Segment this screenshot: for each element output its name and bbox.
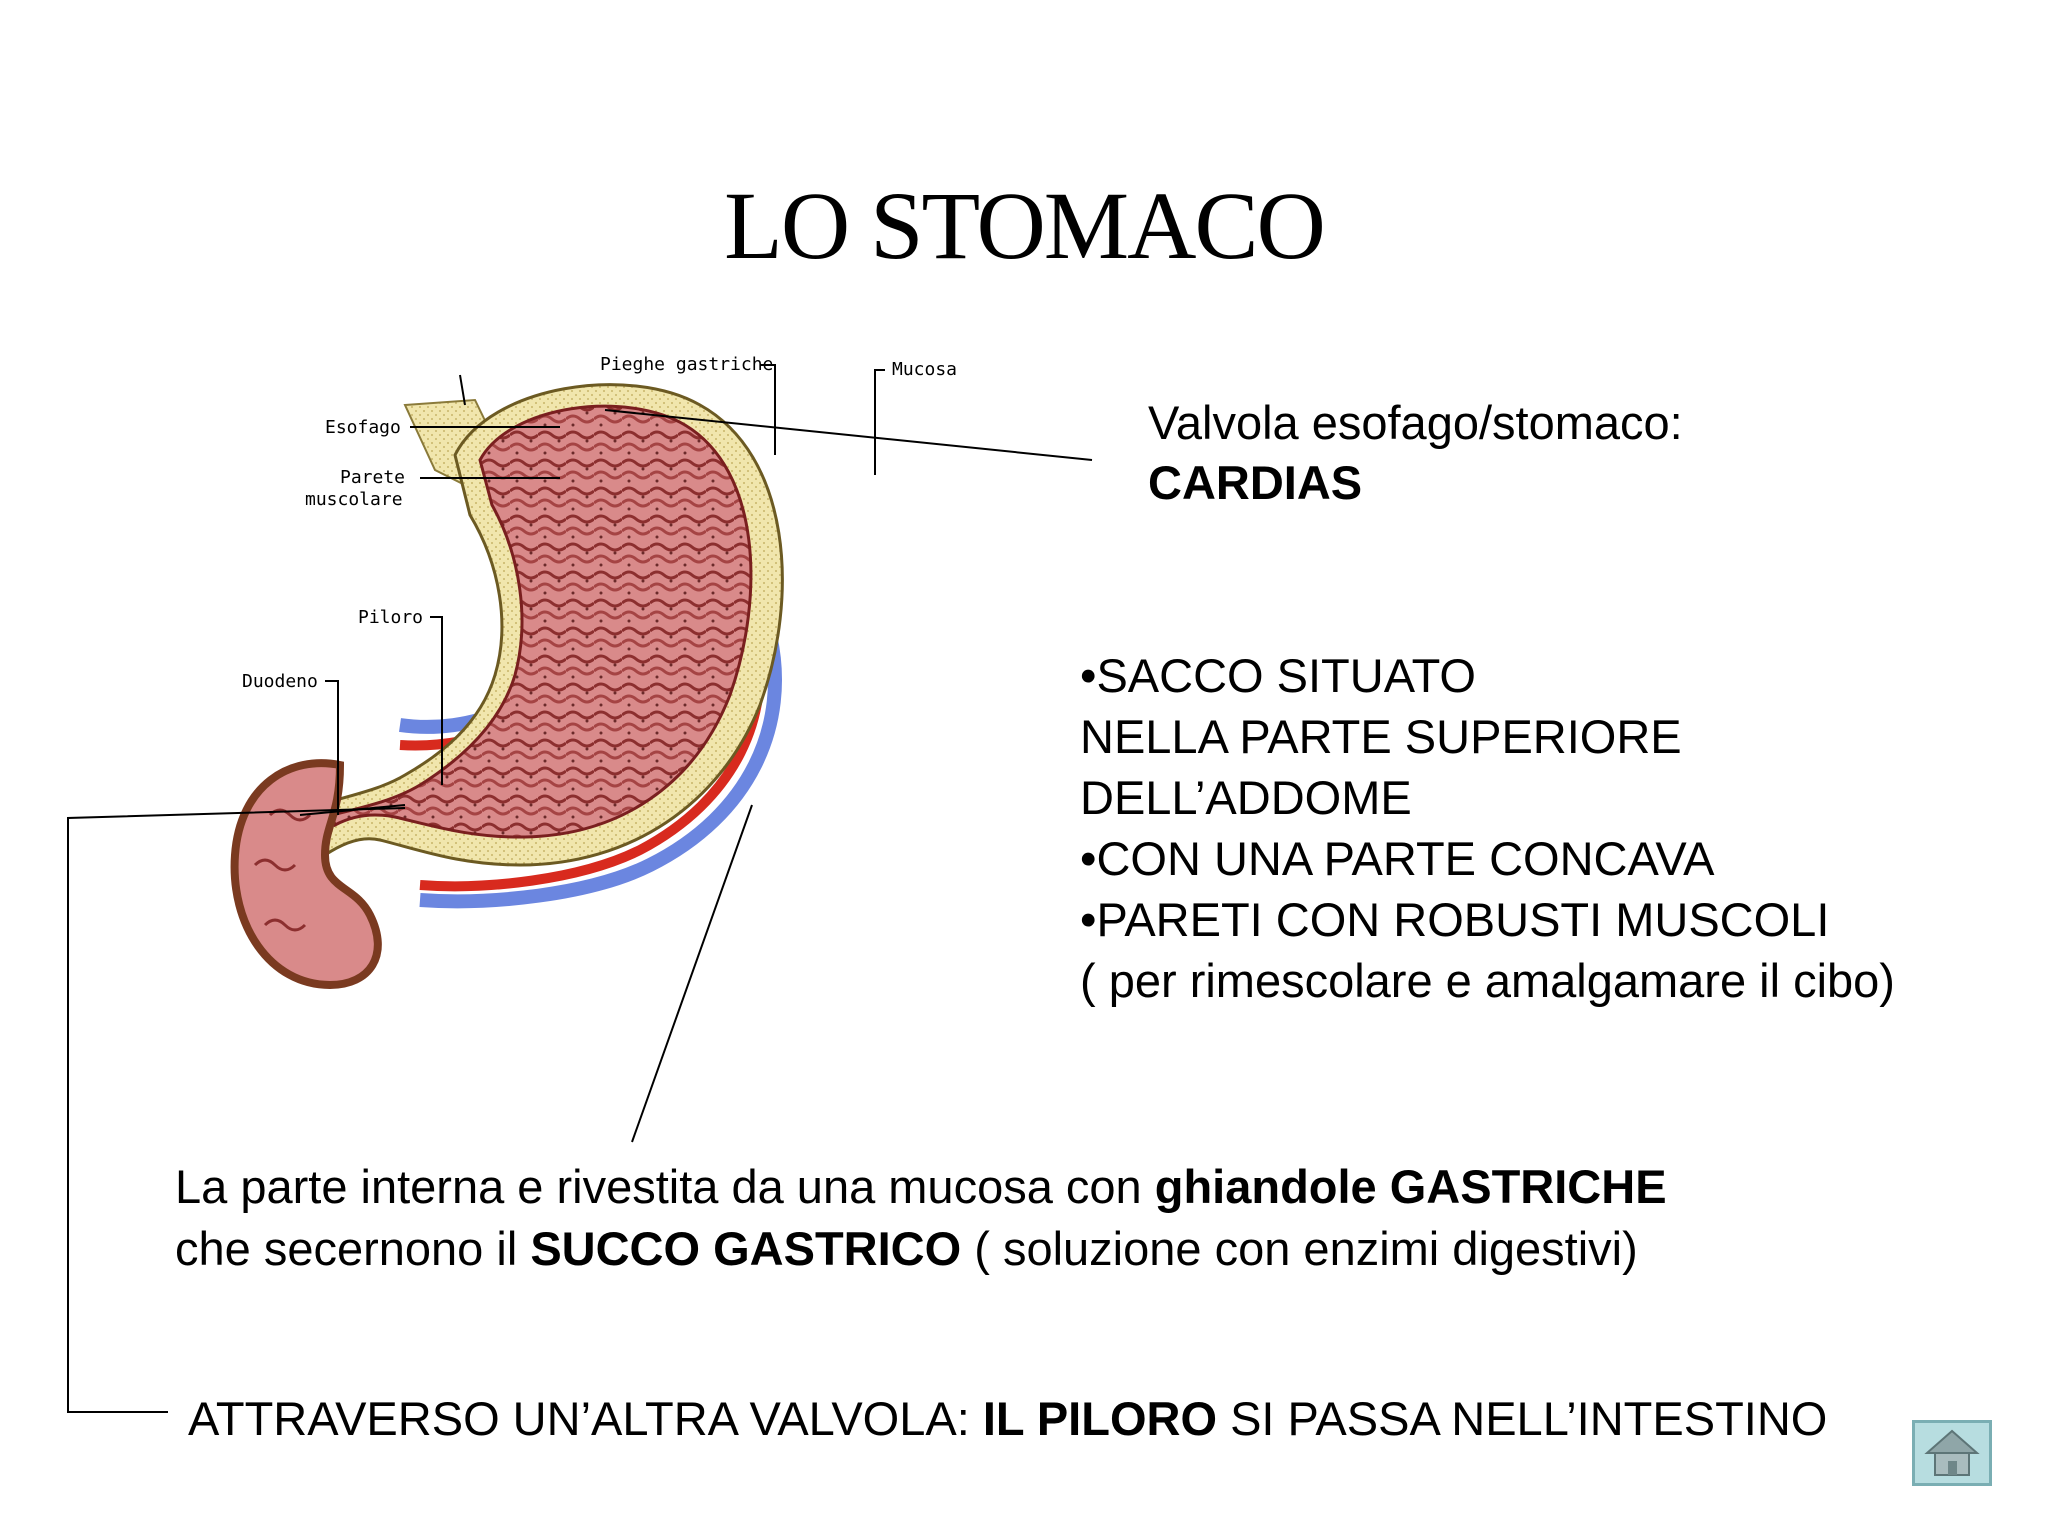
stomach-illustration: Pieghe gastriche Mucosa Esofago Parete m… xyxy=(230,354,957,990)
home-button[interactable] xyxy=(1912,1420,1992,1486)
label-piloro: Piloro xyxy=(358,607,423,628)
cardias-term: CARDIAS xyxy=(1148,456,1363,509)
label-mucosa: Mucosa xyxy=(892,359,957,380)
cardias-line2: CARDIAS xyxy=(1148,452,1362,514)
label-parete-1: Parete xyxy=(340,467,405,488)
mucosa-line2: che secernono il SUCCO GASTRICO ( soluzi… xyxy=(175,1222,1638,1275)
cardias-line1: Valvola esofago/stomaco: xyxy=(1148,396,1683,449)
slide-title: LO STOMACO xyxy=(724,172,1326,279)
bullet-3: •PARETI CON ROBUSTI MUSCOLI xyxy=(1080,893,1830,946)
bullet-2: •CON UNA PARTE CONCAVA xyxy=(1080,832,1715,885)
mucosa-line1: La parte interna e rivestita da una muco… xyxy=(175,1160,1667,1213)
bullet-1b: NELLA PARTE SUPERIORE xyxy=(1080,710,1682,763)
label-duodeno: Duodeno xyxy=(242,671,318,692)
label-parete-2: muscolare xyxy=(305,489,403,510)
stomach-diagram: Pieghe gastriche Mucosa Esofago Parete m… xyxy=(230,345,1010,995)
bullet-1c: DELL’ADDOME xyxy=(1080,771,1412,824)
bullet-1a: •SACCO SITUATO xyxy=(1080,649,1476,702)
label-esofago: Esofago xyxy=(325,417,401,438)
home-icon xyxy=(1924,1429,1980,1476)
bullet-3-note: ( per rimescolare e amalgamare il cibo) xyxy=(1080,954,1895,1007)
label-pieghe: Pieghe gastriche xyxy=(600,354,773,375)
piloro-line: ATTRAVERSO UN’ALTRA VALVOLA: IL PILORO S… xyxy=(188,1392,1828,1445)
